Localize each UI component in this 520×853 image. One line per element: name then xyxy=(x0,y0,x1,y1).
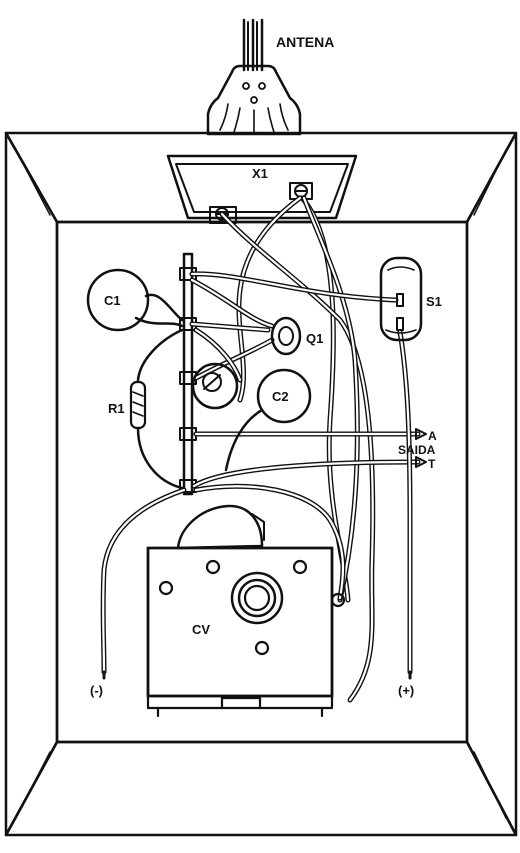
label-q1: Q1 xyxy=(306,331,323,346)
label-minus: (-) xyxy=(90,683,103,698)
wiring xyxy=(100,195,421,703)
label-r1: R1 xyxy=(108,401,125,416)
label-saida: SAIDA xyxy=(398,443,436,457)
enclosure-box xyxy=(4,131,518,837)
label-t: T xyxy=(428,457,436,471)
label-a: A xyxy=(428,429,437,443)
transistor-q1 xyxy=(270,316,302,356)
label-s1: S1 xyxy=(426,294,442,309)
output-arrows xyxy=(415,428,427,468)
box-floor xyxy=(55,220,469,744)
capacitor-c1 xyxy=(86,268,184,332)
label-plus: (+) xyxy=(398,683,414,698)
capacitor-c2 xyxy=(224,368,312,472)
label-antenna: ANTENA xyxy=(276,34,334,50)
label-c2: C2 xyxy=(272,389,289,404)
label-cv: CV xyxy=(192,622,210,637)
box-right-wall xyxy=(465,131,518,837)
terminal-strip xyxy=(179,252,197,496)
lead-ends xyxy=(102,670,412,680)
resistor-r1 xyxy=(129,328,184,490)
box-bottom-wall xyxy=(4,740,518,837)
box-left-wall xyxy=(4,131,59,837)
variable-capacitor-cv xyxy=(146,504,346,718)
coil-washer xyxy=(191,362,239,410)
label-c1: C1 xyxy=(104,293,121,308)
antenna-plug xyxy=(206,64,302,136)
antenna-cable xyxy=(242,18,264,72)
label-x1: X1 xyxy=(252,166,268,181)
switch-s1 xyxy=(379,256,423,342)
